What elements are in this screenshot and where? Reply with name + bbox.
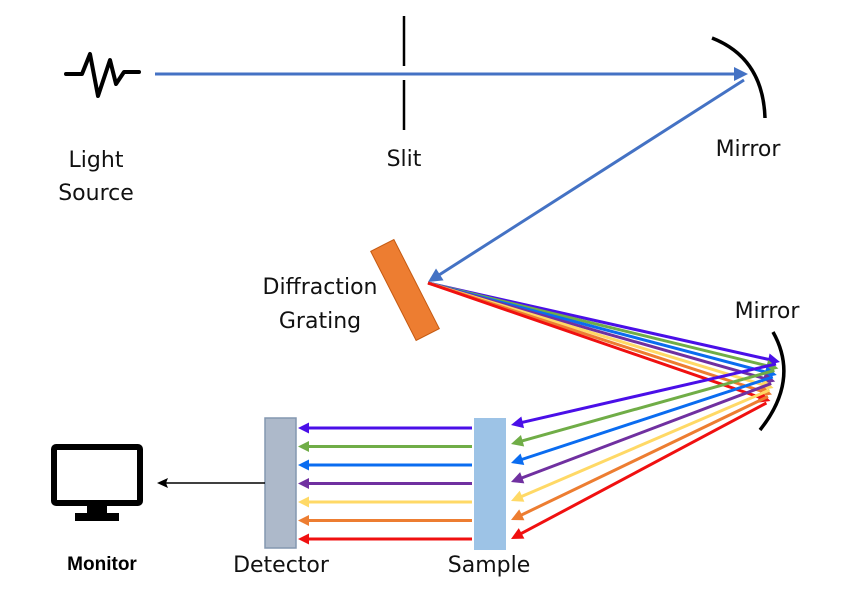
- reflected-ray-violet-head: [511, 416, 525, 429]
- dispersed-rays: [427, 281, 780, 403]
- transmitted-rays: [298, 422, 472, 545]
- reflected-rays: [511, 362, 777, 539]
- diffraction-grating: [370, 238, 440, 342]
- incident-beam-segment-2: [436, 78, 745, 278]
- detector: [264, 417, 297, 549]
- mirror-top: [711, 36, 767, 119]
- signal-arrow: [157, 478, 265, 488]
- incident-beam-segment-2-head: [428, 268, 444, 282]
- incident-beam-segment-1-head: [734, 67, 748, 81]
- reflected-ray-orange: [519, 395, 769, 518]
- light-source-icon: [64, 52, 141, 98]
- reflected-ray-yellow: [519, 388, 771, 499]
- reflected-ray-yellow-head: [511, 490, 525, 502]
- transmitted-ray-blue-head: [298, 459, 309, 471]
- reflected-ray-purple: [519, 382, 772, 481]
- transmitted-ray-yellow-head: [298, 496, 309, 508]
- reflected-ray-blue-head: [511, 453, 525, 465]
- reflected-ray-red: [518, 401, 768, 536]
- label-sample: Sample: [448, 553, 531, 578]
- label-mirror-top: Mirror: [716, 137, 782, 162]
- reflected-ray-blue: [519, 375, 774, 462]
- monitor-icon: [51, 444, 143, 521]
- reflected-ray-green-head: [511, 434, 525, 447]
- transmitted-ray-purple-head: [298, 478, 309, 489]
- transmitted-ray-green-head: [298, 441, 309, 452]
- label-detector: Detector: [233, 553, 330, 578]
- label-grating-2: Grating: [279, 309, 361, 334]
- reflected-ray-red-head: [511, 528, 525, 539]
- dispersed-ray-red: [427, 281, 762, 400]
- label-light-source-2: Source: [58, 181, 134, 206]
- label-mirror-bottom: Mirror: [735, 299, 801, 324]
- label-grating-1: Diffraction: [263, 275, 378, 300]
- incident-beam: [155, 67, 748, 282]
- transmitted-ray-orange-head: [298, 515, 309, 526]
- transmitted-ray-red-head: [298, 533, 309, 545]
- reflected-ray-orange-head: [511, 509, 525, 521]
- mirror-bottom: [758, 331, 786, 432]
- transmitted-ray-violet-head: [298, 422, 309, 434]
- label-light-source-1: Light: [69, 148, 124, 173]
- reflected-ray-green: [519, 369, 775, 443]
- reflected-ray-violet: [520, 362, 777, 425]
- reflected-ray-purple-head: [511, 472, 525, 484]
- sample: [474, 418, 506, 550]
- label-monitor: Monitor: [67, 554, 137, 575]
- label-slit: Slit: [387, 147, 422, 172]
